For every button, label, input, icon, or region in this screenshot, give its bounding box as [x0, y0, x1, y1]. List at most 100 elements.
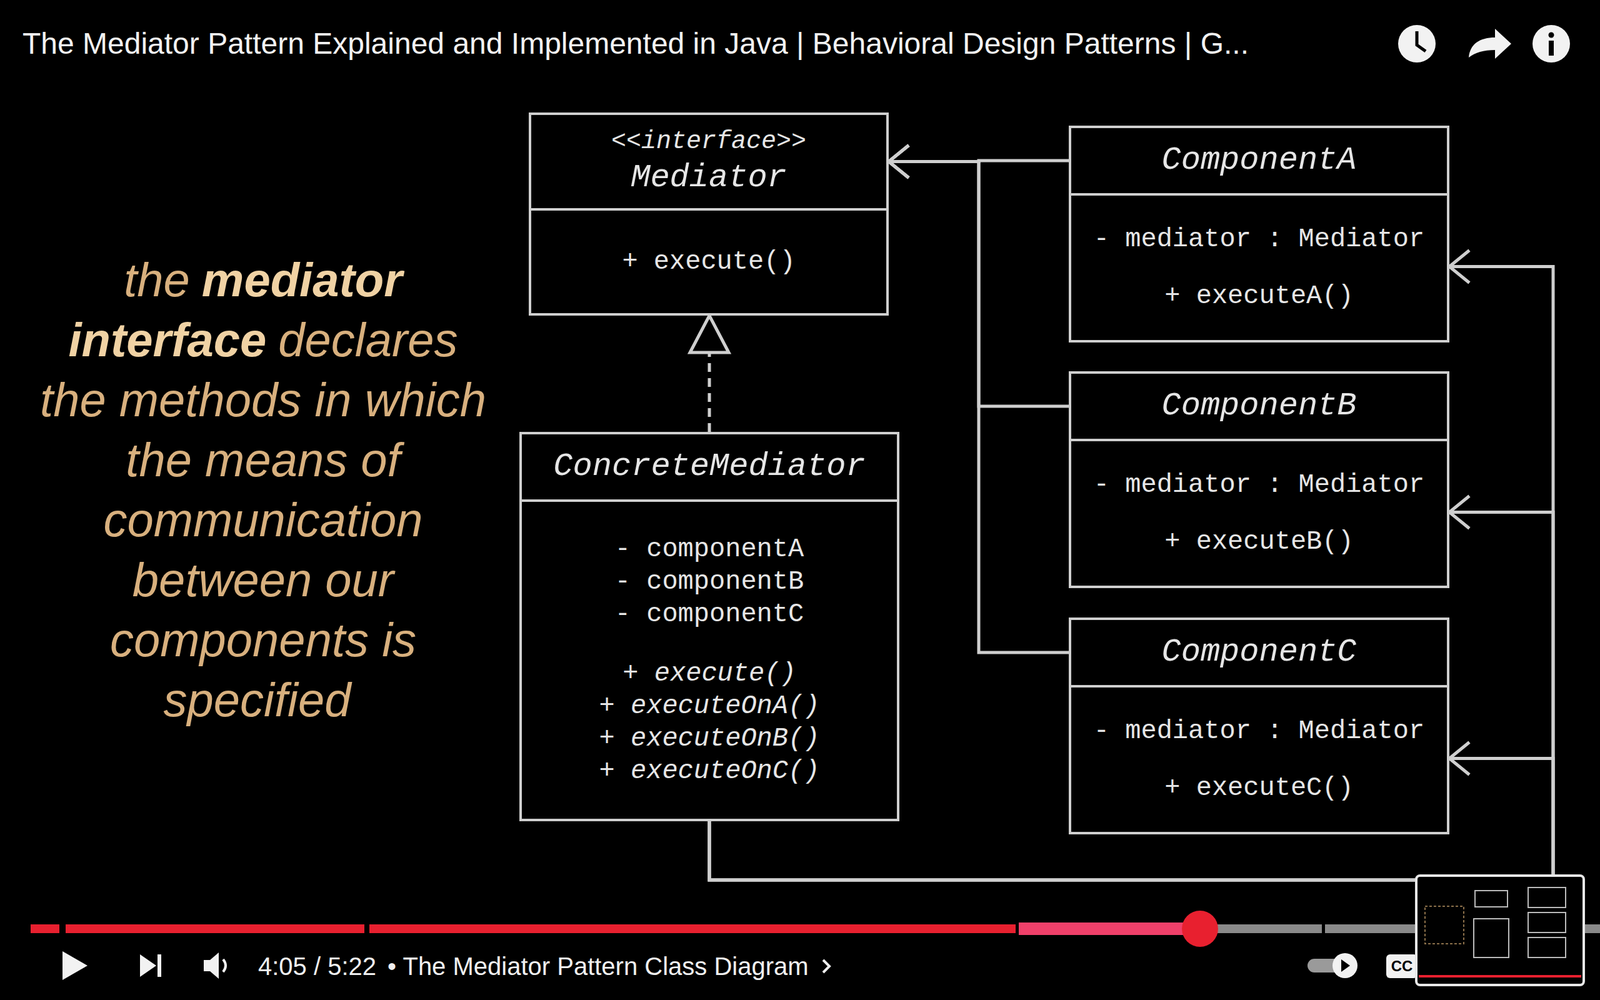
class-box: ComponentA - mediator : Mediator + execute…	[1068, 125, 1450, 343]
stereotype: <<interface>>	[611, 125, 807, 159]
progress-bar	[30, 910, 1600, 947]
play-icon	[62, 951, 88, 980]
progress-segment	[369, 924, 1016, 934]
operation: + executeOnC()	[599, 755, 820, 788]
mini-caption	[1425, 906, 1464, 944]
share-icon	[1468, 28, 1512, 59]
member-group: + executeC()	[1164, 770, 1354, 806]
volume-icon	[203, 952, 219, 979]
attribute: - componentC	[615, 598, 804, 631]
arrow-head	[888, 145, 909, 179]
class-header: ComponentA	[1071, 128, 1447, 194]
member-group: - mediator : Mediator	[1093, 467, 1425, 503]
class-header: ConcreteMediator	[521, 434, 897, 500]
member-group: <<interface>>Mediator	[611, 125, 807, 199]
class-box: <<interface>>Mediator + execute()	[528, 112, 889, 316]
member-group: + executeA()	[1164, 278, 1354, 314]
class-member: - mediator : Mediator	[1093, 221, 1425, 257]
attribute: - componentA	[615, 533, 804, 566]
video-title: The Mediator Pattern Explained and Imple…	[22, 26, 1249, 60]
class-box: ComponentB - mediator : Mediator + execute…	[1068, 371, 1450, 589]
member-group: + executeB()	[1164, 524, 1354, 560]
member-group: ConcreteMediator	[553, 446, 865, 487]
class-body: - componentA- componentB- componentC + ex…	[521, 499, 897, 819]
class-header: ComponentC	[1071, 620, 1447, 685]
mini-progress	[1418, 975, 1582, 978]
realization-arrow	[690, 315, 729, 432]
member-group: - mediator : Mediator	[1093, 221, 1425, 257]
info-stem	[1548, 40, 1554, 56]
time-row: 4:05 / 5:22 • The Mediator Pattern Class…	[258, 948, 833, 984]
class-body: - mediator : Mediator + executeC()	[1071, 685, 1447, 832]
mini-box	[1475, 890, 1508, 907]
chapter-title: • The Mediator Pattern Class Diagram	[387, 952, 809, 980]
member-group: + execute()	[621, 244, 795, 280]
progress-segment	[1018, 922, 1200, 935]
chevron-path	[823, 960, 830, 973]
time-display: 4:05 / 5:22	[258, 952, 377, 980]
cc-slot: CC	[1386, 954, 1418, 979]
clock-icon	[1398, 25, 1436, 63]
class-header: <<interface>>Mediator	[531, 115, 887, 209]
class-body: - mediator : Mediator + executeA()	[1071, 193, 1447, 340]
class-member: + execute()	[621, 244, 795, 280]
class-member: - mediator : Mediator	[1093, 713, 1425, 749]
caption-text: the	[123, 253, 190, 307]
mini-box	[1528, 912, 1566, 933]
attribute: - componentB	[615, 565, 804, 599]
chapter-slot: • The Mediator Pattern Class Diagram	[387, 950, 820, 983]
cc-button	[1386, 954, 1418, 979]
operation: + executeOnA()	[599, 690, 820, 723]
connector-line	[888, 161, 1069, 654]
class-name: ConcreteMediator	[553, 446, 865, 487]
arrow-head	[1449, 496, 1470, 529]
mini-box	[1528, 887, 1566, 908]
class-box: ConcreteMediator - componentA- componentB…	[519, 431, 900, 822]
scrubber	[1181, 910, 1219, 947]
association-arrow	[888, 145, 1069, 654]
member-group: ComponentB	[1161, 386, 1357, 427]
operation: + execute()	[622, 657, 796, 690]
video-title-slot: The Mediator Pattern Explained and Imple…	[22, 23, 1249, 64]
time-slot: 4:05 / 5:22	[258, 950, 388, 983]
class-member: + executeC()	[1164, 770, 1354, 806]
arrow-head	[1449, 250, 1470, 284]
class-body: + execute()	[531, 208, 887, 314]
progress-segment	[30, 924, 60, 934]
class-body: - mediator : Mediator + executeB()	[1071, 438, 1447, 586]
top-icons	[1398, 25, 1570, 63]
progress-segment	[1325, 924, 1600, 934]
next-bar	[157, 954, 162, 977]
progress-segment	[65, 924, 365, 934]
arrow-head	[1449, 742, 1470, 775]
class-name: Mediator	[630, 158, 787, 199]
class-member: + executeB()	[1164, 524, 1354, 560]
narration-caption: themediator interfacedeclares the method…	[31, 250, 495, 730]
clock-hands	[1416, 31, 1426, 52]
player-controls	[62, 951, 1418, 980]
class-member: - mediator : Mediator	[1093, 467, 1425, 503]
member-group: - componentA- componentB- componentC	[615, 533, 804, 631]
member-group: ComponentC	[1161, 632, 1357, 673]
volume-wave	[223, 959, 226, 972]
info-icon	[1532, 25, 1570, 63]
arrow-head	[690, 315, 729, 353]
member-group: + execute()+ executeOnA()+ executeOnB()+…	[599, 657, 820, 788]
class-name: ComponentA	[1161, 140, 1357, 181]
class-name: ComponentB	[1161, 386, 1357, 427]
class-box: ComponentC - mediator : Mediator + execute…	[1068, 617, 1450, 835]
class-member: + executeA()	[1164, 278, 1354, 314]
info-dot	[1548, 32, 1555, 39]
member-group: ComponentA	[1161, 140, 1357, 181]
autoplay-knob	[1332, 953, 1358, 979]
member-group: - mediator : Mediator	[1093, 713, 1425, 749]
class-name: ComponentC	[1161, 632, 1357, 673]
progress-segment	[1200, 924, 1322, 934]
chapter-chevron	[820, 956, 833, 976]
class-header: ComponentB	[1071, 373, 1447, 439]
connector-line	[708, 352, 712, 432]
mini-box	[1473, 918, 1509, 958]
mini-box	[1528, 937, 1566, 958]
next-icon	[140, 954, 157, 977]
